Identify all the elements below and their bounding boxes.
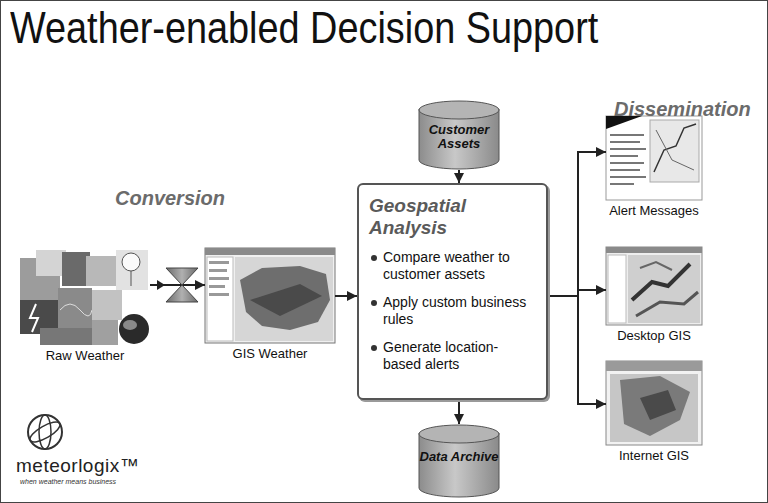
text-line (610, 176, 646, 178)
map-area (610, 374, 698, 442)
desktop-gis-screenshot (606, 247, 702, 325)
process-box: Geospatial AnalysisCompare weather to cu… (357, 183, 548, 400)
database-cylinder: Data Archive (418, 424, 500, 498)
collage-tile (92, 290, 122, 320)
bullet-text: Generate location-based alerts (369, 339, 536, 373)
panel-line (209, 269, 227, 272)
bullet-text: Compare weather to customer assets (369, 249, 536, 283)
weather-balloon (122, 253, 140, 271)
window-titlebar (205, 248, 335, 255)
lightning-bolt (30, 304, 38, 332)
logo-globe (28, 415, 62, 449)
weather-band (640, 390, 676, 420)
map-area (235, 257, 333, 341)
logo-orbit (39, 415, 51, 449)
cylinder-top (419, 425, 499, 443)
flow-arrow (458, 170, 460, 183)
raw-weather-collage (20, 250, 149, 345)
collage-tile (40, 328, 92, 345)
collage-tile (92, 320, 118, 345)
earth-globe (119, 314, 149, 344)
map-inset (650, 120, 699, 182)
text-line (610, 148, 646, 150)
converter-symbol (166, 285, 198, 302)
collage-tile (36, 250, 66, 276)
window-frame (606, 247, 702, 325)
image-caption: Alert Messages (606, 203, 702, 218)
browser-toolbar (606, 361, 702, 371)
image-panel: Alert Messages (606, 116, 702, 218)
logo-orbit (27, 418, 62, 445)
diagram-title: Weather-enabled Decision Support (10, 2, 598, 54)
text-line (610, 169, 640, 171)
map-land (240, 266, 330, 330)
collage-tile (86, 256, 116, 286)
panel-line (209, 277, 229, 280)
image-panel: Internet GIS (606, 361, 702, 463)
text-line (610, 183, 634, 185)
cylinder-label: Data Archive (418, 424, 500, 464)
page-frame (606, 116, 702, 200)
image-caption: Desktop GIS (606, 328, 702, 343)
cylinder-label: Customer Assets (418, 100, 500, 151)
cylinder-top (419, 101, 499, 119)
section-label: Dissemination (614, 97, 751, 121)
storm-streak (640, 262, 672, 270)
collage-tile (58, 288, 92, 328)
internet-gis-screenshot (606, 361, 702, 445)
panel-line (209, 261, 229, 264)
section-label: Conversion (115, 186, 225, 210)
cloud-curl (60, 304, 92, 316)
logo-wordmark: meteorlogix™ (16, 454, 139, 477)
flow-arrow (458, 400, 460, 424)
map-road (656, 130, 694, 170)
alert-message-screenshot (606, 116, 702, 200)
window-titlebar (606, 247, 702, 253)
image-caption: GIS Weather (205, 346, 335, 361)
flow-arrow (335, 295, 357, 297)
database-cylinder: Customer Assets (418, 100, 500, 170)
company-logo (27, 415, 62, 449)
arrowhead (157, 280, 165, 290)
layer-panel (207, 257, 233, 341)
browser-frame (606, 361, 702, 445)
map-road (654, 124, 696, 172)
layer-panel (608, 255, 626, 323)
collage-tile (62, 252, 90, 286)
panel-line (209, 293, 229, 296)
map-area (628, 255, 700, 323)
flow-arrow (548, 152, 606, 296)
box-heading: Geospatial Analysis (369, 195, 536, 239)
panel-line (209, 285, 225, 288)
image-caption: Raw Weather (20, 348, 150, 363)
text-line (610, 134, 644, 136)
logo-tagline: when weather means business (20, 478, 116, 486)
balloon-string (131, 271, 132, 286)
image-panel: Desktop GIS (606, 247, 702, 343)
window-frame (205, 248, 335, 343)
map-land (620, 376, 690, 436)
image-caption: Internet GIS (606, 448, 702, 463)
text-line (610, 155, 638, 157)
text-line (610, 162, 644, 164)
collage-tile (116, 250, 148, 290)
flow-arrow (548, 296, 606, 404)
bullet-text: Apply custom business rules (369, 294, 536, 328)
globe-land (123, 320, 137, 330)
weather-band (250, 284, 322, 316)
image-panel: Raw Weather (20, 250, 150, 363)
image-panel: GIS Weather (205, 248, 335, 361)
converter-symbol (166, 268, 198, 285)
gis-weather-screenshot (205, 248, 335, 343)
storm-streak (636, 292, 698, 316)
storm-streak (632, 264, 690, 300)
text-line (610, 141, 640, 143)
